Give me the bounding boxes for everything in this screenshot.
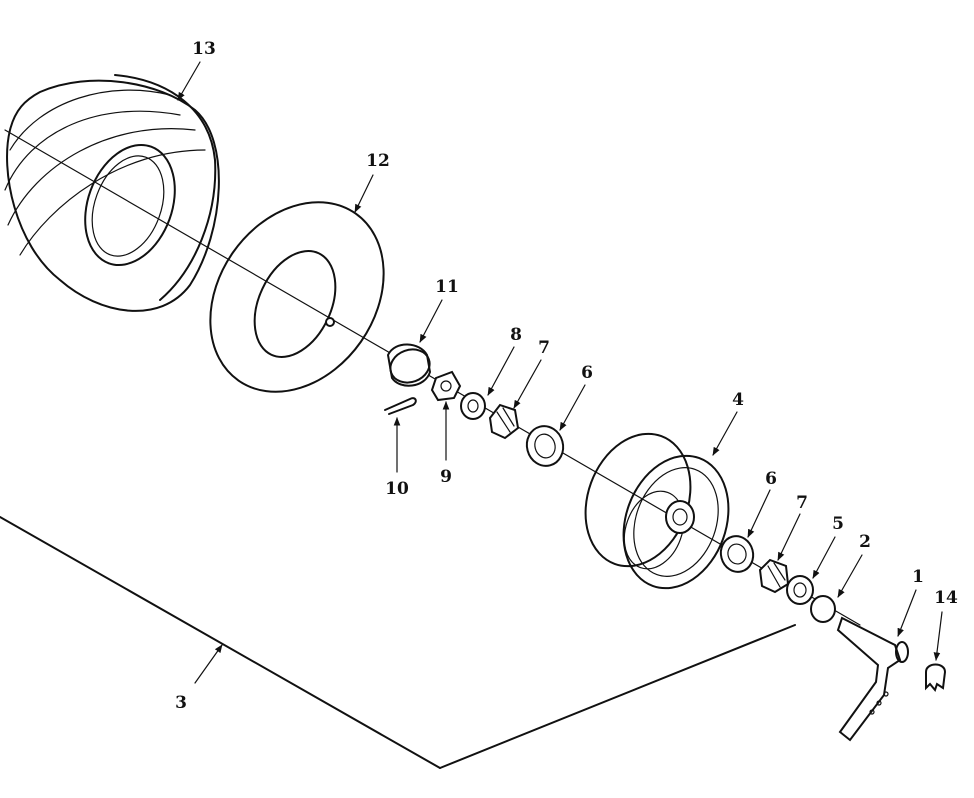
- leader-6b: [747, 489, 771, 538]
- cotter-pin-drawing: [384, 397, 417, 415]
- callout-1: 1: [912, 567, 924, 587]
- callout-6b: 6: [765, 469, 777, 489]
- callout-labels: 1 2 3 4 5 6 6 7 7 8 9 10 11 12 13 14: [175, 39, 958, 713]
- leader-1: [897, 589, 917, 637]
- assembly-axis-line: [4, 129, 861, 626]
- hub-cap-drawing: [386, 343, 432, 387]
- callout-11: 11: [435, 277, 459, 297]
- bearing-cone-inner-drawing: [758, 558, 790, 594]
- leader-8: [487, 346, 515, 396]
- leader-2: [837, 554, 863, 598]
- wheel-rim-drawing: [584, 432, 730, 590]
- callout-2: 2: [859, 532, 871, 552]
- leader-12: [354, 174, 374, 213]
- callout-6a: 6: [581, 363, 593, 383]
- callout-3: 3: [175, 693, 187, 713]
- callout-5: 5: [832, 514, 844, 534]
- leader-6a: [559, 384, 586, 431]
- leader-14: [933, 611, 943, 661]
- callout-4: 4: [732, 390, 744, 410]
- leader-7b: [777, 513, 801, 561]
- callout-14: 14: [934, 588, 958, 608]
- callout-13: 13: [192, 39, 216, 59]
- leader-11: [419, 299, 443, 343]
- clip-drawing: [925, 663, 947, 693]
- callout-9: 9: [440, 467, 452, 487]
- bearing-cup-outer-drawing: [525, 425, 565, 467]
- leader-3: [194, 644, 223, 684]
- callout-10: 10: [385, 479, 409, 499]
- spindle-arm-drawing: [836, 616, 909, 742]
- leader-lines: [177, 61, 943, 684]
- group-bracket-lines: [0, 516, 796, 769]
- spacer-drawing: [810, 595, 836, 623]
- bearing-cone-outer-drawing: [488, 403, 520, 440]
- castle-nut-drawing: [430, 370, 462, 402]
- callout-7b: 7: [796, 493, 808, 513]
- tire-drawing: [4, 74, 220, 312]
- inner-tube-drawing: [209, 201, 385, 393]
- grease-seal-drawing: [786, 575, 814, 605]
- leader-7a: [513, 359, 542, 409]
- washer-drawing: [460, 392, 486, 420]
- leader-13: [177, 61, 201, 101]
- callout-12: 12: [366, 151, 390, 171]
- leader-4: [712, 411, 738, 456]
- callout-7a: 7: [538, 338, 550, 358]
- callout-8: 8: [510, 325, 522, 345]
- leader-5: [812, 536, 836, 579]
- bearing-cup-inner-drawing: [719, 535, 755, 573]
